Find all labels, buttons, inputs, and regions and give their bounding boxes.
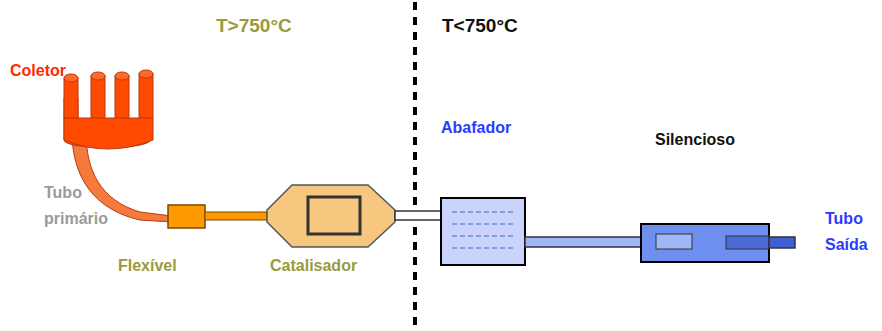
- pipe: [205, 212, 267, 220]
- pipe: [395, 211, 443, 220]
- outlet-pipe: [769, 237, 795, 248]
- muffler: [641, 224, 769, 262]
- part-name: Tubo primário: [44, 180, 114, 231]
- catalyst: [267, 185, 395, 247]
- pipe: [525, 237, 642, 247]
- part-name: Abafador: [441, 118, 511, 139]
- temperature-label: T<750°C: [442, 14, 518, 39]
- temperature-label: T>750°C: [216, 14, 292, 39]
- part-name: Catalisador: [270, 256, 357, 277]
- resonator: [441, 198, 525, 265]
- flexible-joint: [168, 205, 205, 228]
- temperature-boundary: [413, 2, 417, 331]
- part-name: Coletor: [10, 61, 66, 82]
- part-name: Flexível: [118, 256, 177, 277]
- part-name: Tubo Saída: [825, 206, 875, 257]
- part-name: Silencioso: [655, 130, 735, 151]
